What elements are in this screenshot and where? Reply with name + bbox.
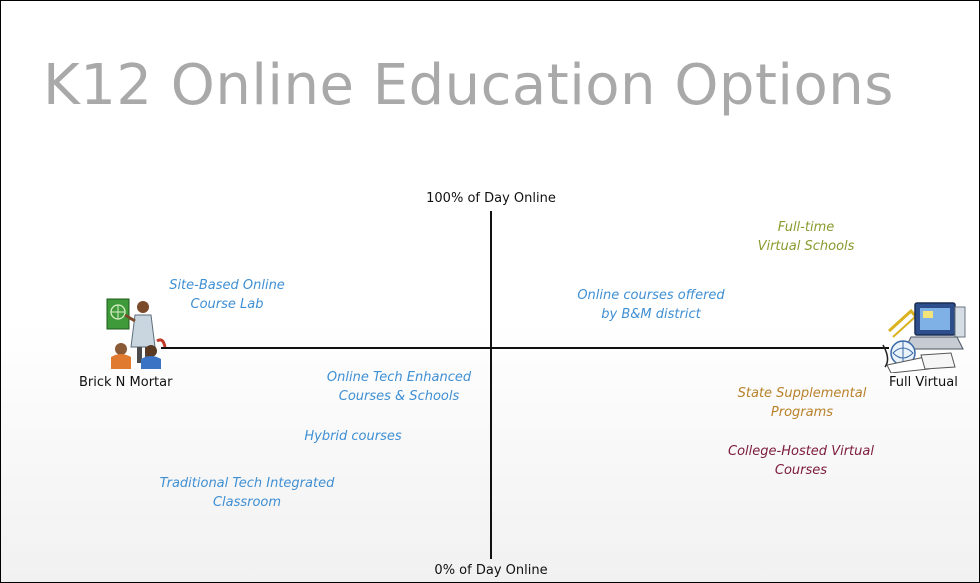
axis-label-top: 100% of Day Online [426,191,556,206]
axis-label-left: Brick N Mortar [79,375,173,390]
axis-label-right: Full Virtual [889,375,958,390]
slide-title: K12 Online Education Options [43,53,894,118]
computer-clipart-icon [881,297,967,374]
axis-label-bottom: 0% of Day Online [434,563,548,578]
item-hybrid: Hybrid courses [304,429,402,444]
classroom-clipart-icon [105,297,167,369]
vertical-axis [490,211,492,559]
horizontal-axis [161,347,889,349]
